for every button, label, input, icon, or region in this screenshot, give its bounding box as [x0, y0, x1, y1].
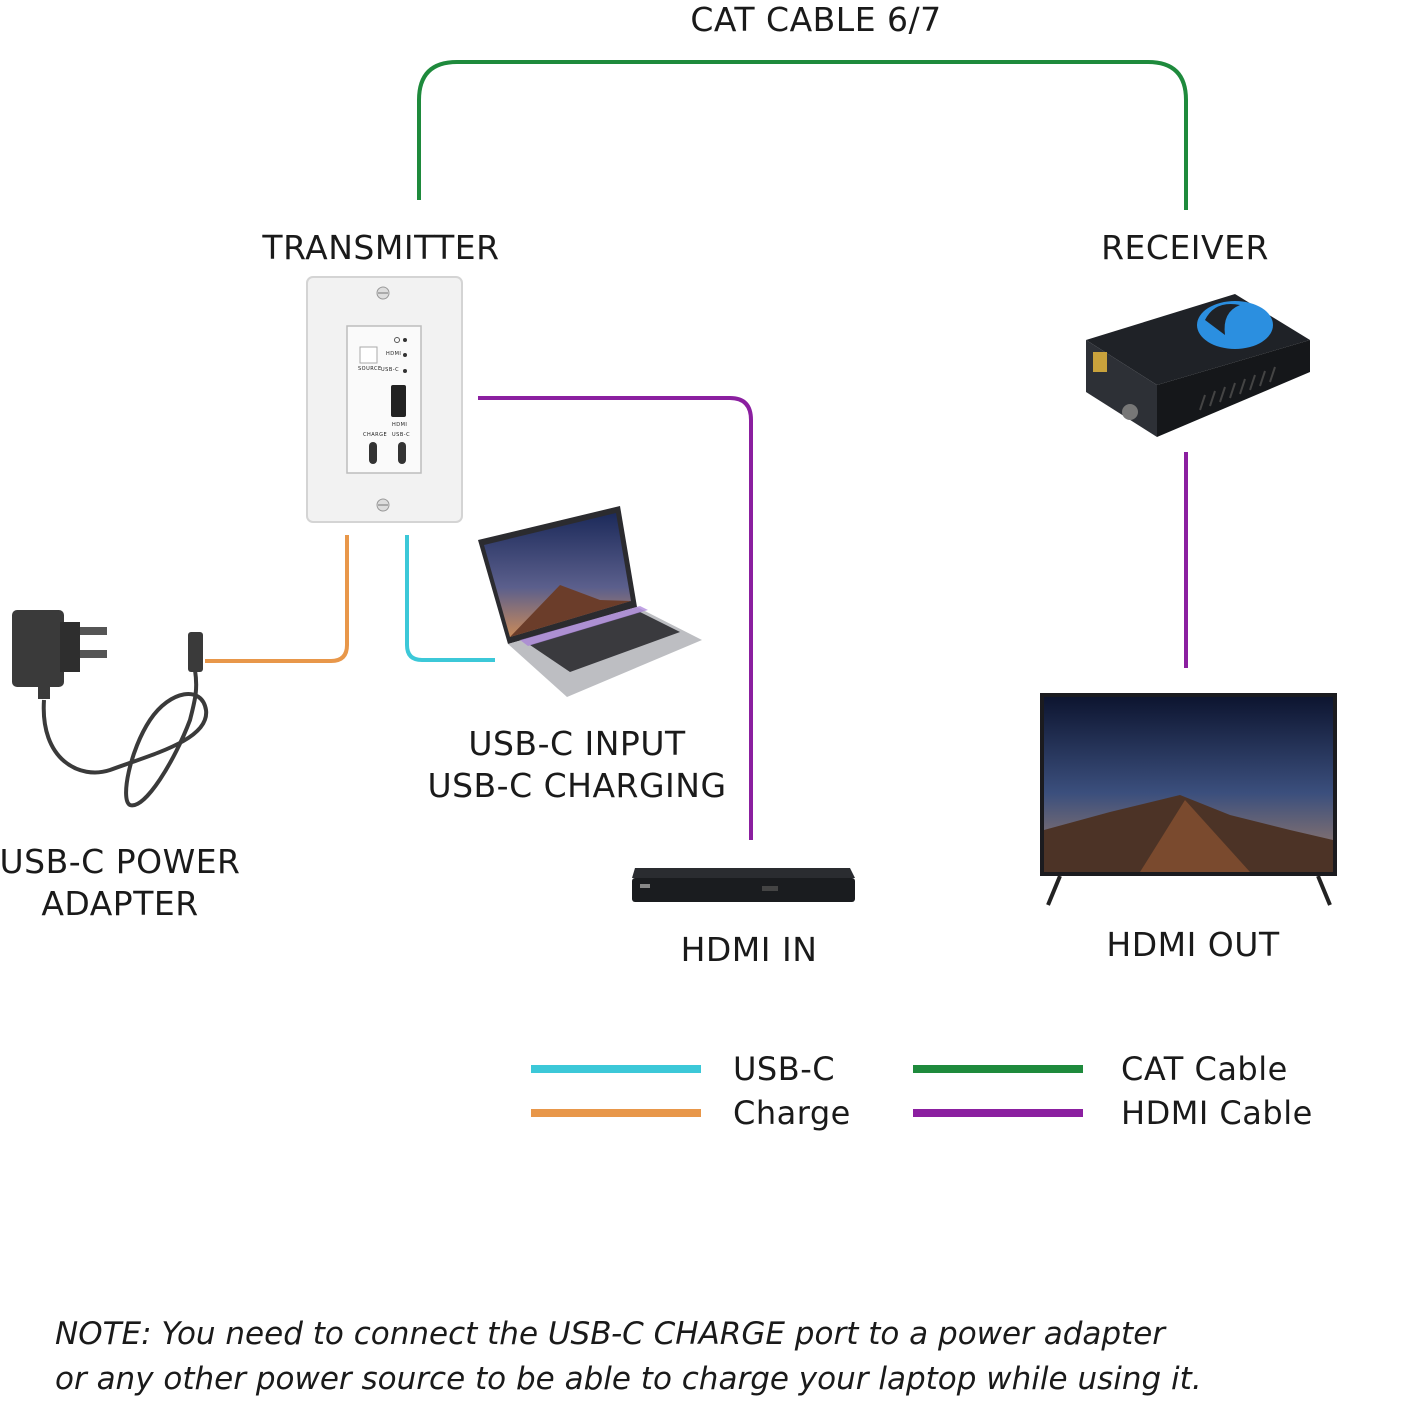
usb-c-cable-line — [405, 535, 495, 662]
receiver-device — [1086, 294, 1310, 437]
transmitter-wallplate — [306, 276, 463, 523]
wallplate-usbc-led-label: USB-C — [381, 367, 400, 373]
legend-label-usb-c: USB-C — [733, 1050, 836, 1088]
hdmi-in-cable-line — [478, 396, 753, 840]
cat-cable-line — [417, 60, 1188, 210]
legend-label-hdmi-cable: HDMI Cable — [1121, 1094, 1313, 1132]
usb-c-input-label: USB-C INPUT USB-C CHARGING — [427, 724, 727, 805]
power-adapter-label: USB-C POWER ADAPTER — [0, 842, 241, 923]
wallplate-charge-label: CHARGE — [363, 432, 388, 438]
wallplate-usbc-port-label: USB-C — [392, 432, 411, 438]
legend-swatch-charge — [531, 1109, 701, 1117]
wallplate-hdmi-led-label: HDMI — [386, 351, 402, 357]
legend-label-cat-cable: CAT Cable — [1121, 1050, 1288, 1088]
wallplate-source-label: SOURCE — [358, 366, 382, 372]
cat-cable-label: CAT CABLE 6/7 — [690, 0, 942, 39]
transmitter-label: TRANSMITTER — [262, 228, 500, 267]
legend-swatch-usb-c — [531, 1065, 701, 1073]
power-adapter — [12, 610, 209, 808]
note-text: NOTE: You need to connect the USB-C CHAR… — [55, 1316, 1202, 1397]
tv — [1040, 693, 1337, 906]
charge-cable-line — [205, 535, 349, 663]
hdmi-out-label: HDMI OUT — [1106, 925, 1280, 964]
wallplate-hdmi-port-label: HDMI — [392, 422, 408, 428]
laptop — [478, 506, 702, 697]
receiver-label: RECEIVER — [1101, 228, 1269, 267]
legend-swatch-hdmi-cable — [913, 1109, 1083, 1117]
legend-swatch-cat-cable — [913, 1065, 1083, 1073]
dvd-player — [632, 868, 855, 902]
hdmi-in-label: HDMI IN — [680, 930, 818, 969]
legend-label-charge: Charge — [733, 1094, 851, 1132]
